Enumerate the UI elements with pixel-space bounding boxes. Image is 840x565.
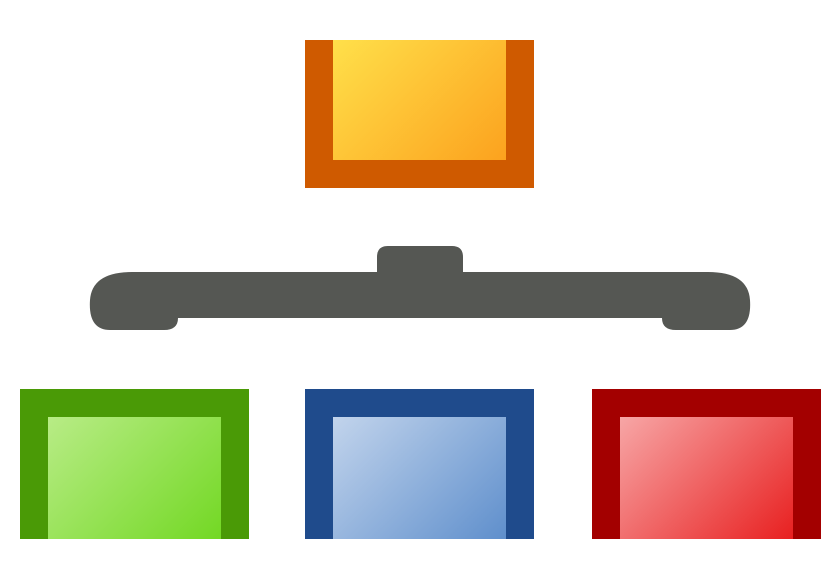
child-node-green-fill [48,417,221,539]
child-node-red-fill [620,417,793,539]
child-node-green [20,389,249,539]
child-node-blue [305,389,534,539]
child-node-red [592,389,821,539]
connector-bar [89,246,751,330]
parent-node-orange-fill [333,40,506,160]
parent-node-orange [305,40,534,188]
child-node-blue-fill [333,417,506,539]
